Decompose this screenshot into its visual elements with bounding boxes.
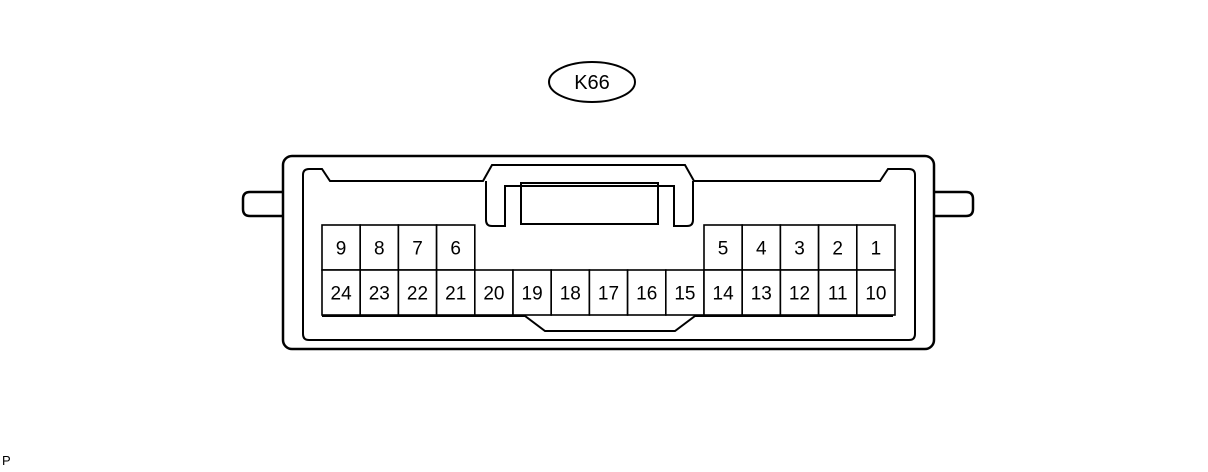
pin-label-22: 22 <box>407 284 428 305</box>
bottom-keyway <box>322 315 893 332</box>
pin-label-2: 2 <box>832 239 843 260</box>
pin-label-11: 11 <box>828 284 848 305</box>
pin-label-4: 4 <box>756 239 767 260</box>
pin-label-15: 15 <box>674 284 695 305</box>
connector-id-badge: K66 <box>548 61 636 103</box>
pin-cavity-23 <box>359 269 400 316</box>
pin-label-14: 14 <box>713 284 735 305</box>
pin-label-8: 8 <box>374 239 385 260</box>
pin-label-9: 9 <box>336 239 347 260</box>
connector-housing-inner <box>302 164 916 341</box>
pin-cavity-1 <box>855 224 896 271</box>
pin-cavity-8 <box>359 224 400 271</box>
locking-lug <box>485 181 694 227</box>
pin-label-12: 12 <box>789 284 810 305</box>
connector-id-ellipse <box>548 61 636 103</box>
pin-cavity-16 <box>626 269 667 316</box>
pin-cavity-15 <box>664 269 705 316</box>
pin-cavity-10 <box>855 269 896 316</box>
pin-label-1: 1 <box>871 239 882 260</box>
pin-cavity-3 <box>779 224 820 271</box>
pin-cavity-6 <box>435 224 476 271</box>
pin-cavity-2 <box>817 224 858 271</box>
locking-lug-window <box>520 182 659 225</box>
pin-label-23: 23 <box>369 284 390 305</box>
corner-code: P <box>2 453 11 468</box>
pin-cavity-21 <box>435 269 476 316</box>
pin-label-7: 7 <box>412 239 423 260</box>
pin-label-17: 17 <box>598 284 619 305</box>
pin-label-10: 10 <box>865 284 886 305</box>
pin-label-24: 24 <box>331 284 353 305</box>
pin-label-5: 5 <box>718 239 729 260</box>
pin-cavity-19 <box>512 269 553 316</box>
pin-label-13: 13 <box>751 284 772 305</box>
pin-cavity-12 <box>779 269 820 316</box>
pin-label-20: 20 <box>483 284 504 305</box>
pin-label-19: 19 <box>522 284 543 305</box>
pin-cavity-24 <box>321 269 362 316</box>
pin-label-16: 16 <box>636 284 657 305</box>
pin-cavity-22 <box>397 269 438 316</box>
pin-cavity-20 <box>473 269 514 316</box>
pin-cavity-13 <box>741 269 782 316</box>
connector-id-label: K66 <box>574 72 610 94</box>
pin-label-6: 6 <box>450 239 461 260</box>
pin-label-18: 18 <box>560 284 581 305</box>
right-latch-tab <box>934 190 975 218</box>
pin-cavity-17 <box>588 269 629 316</box>
pin-label-3: 3 <box>794 239 805 260</box>
left-latch-tab <box>241 190 283 218</box>
pin-label-21: 21 <box>445 284 466 305</box>
